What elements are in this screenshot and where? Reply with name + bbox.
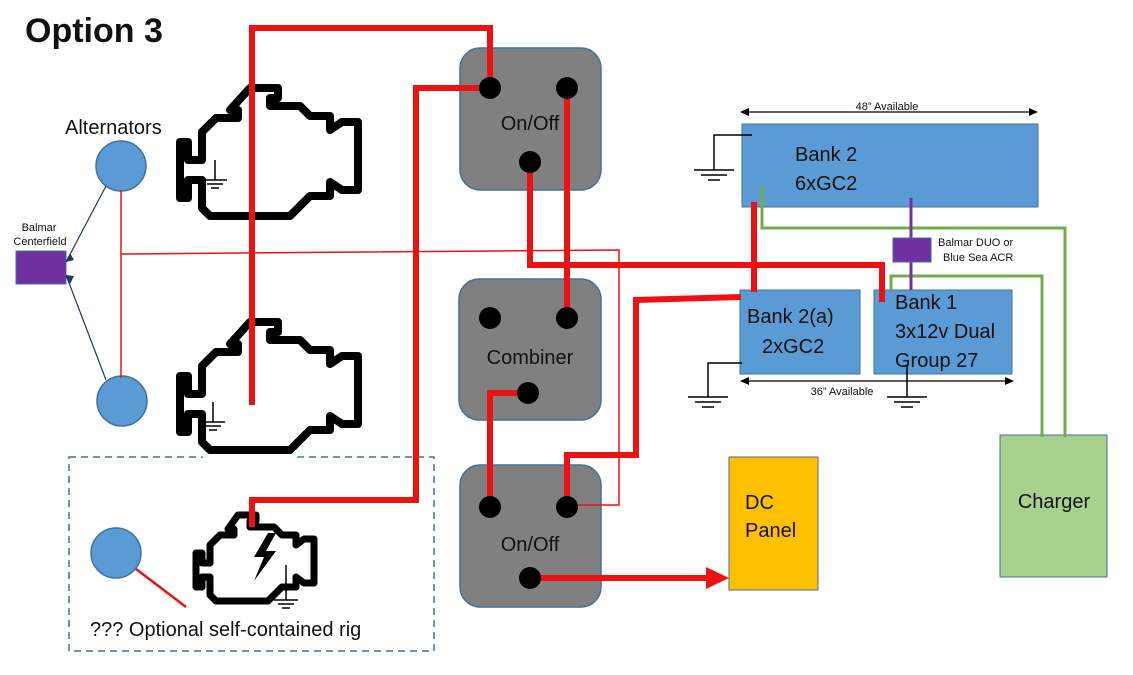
dc-panel-label-2: Panel — [745, 520, 796, 542]
balmar-centerfield-label-2: Centerfield — [13, 236, 66, 248]
terminal — [517, 382, 539, 404]
dimension-48-label: 48” Available — [856, 101, 919, 113]
arrow-icon — [66, 253, 74, 262]
optional-wire — [135, 568, 187, 608]
bank-2-battery — [741, 123, 1039, 208]
arrow-icon — [740, 377, 749, 385]
ground-icon — [688, 362, 742, 408]
bank-2-spec: 6xGC2 — [795, 173, 857, 195]
arrow-icon — [706, 567, 729, 589]
bank-1-label: Bank 1 — [895, 292, 957, 314]
charger-label: Charger — [1018, 491, 1091, 513]
heavy-cable — [249, 25, 885, 581]
terminal — [519, 151, 541, 173]
alternator-optional — [90, 527, 142, 579]
ground-icon — [201, 402, 225, 431]
bank-1-spec: 3x12v Dual — [895, 321, 995, 343]
diagram-title: Option 3 — [25, 12, 163, 50]
terminal — [556, 496, 578, 518]
arrow-icon — [1029, 108, 1038, 116]
alternators-label: Alternators — [65, 117, 162, 139]
arrow-icon — [740, 108, 749, 116]
terminal — [556, 307, 578, 329]
bank-2a-battery — [739, 289, 861, 375]
blue-sea-acr-label: Blue Sea ACR — [943, 252, 1013, 264]
balmar-centerfield — [15, 250, 67, 285]
ground-icon — [203, 160, 227, 189]
terminal — [479, 307, 501, 329]
dimension-36-label: 36” Available — [811, 386, 874, 398]
field-wire — [120, 249, 620, 506]
sense-wire — [65, 185, 107, 381]
arrow-icon — [66, 275, 74, 284]
combiner-label: Combiner — [487, 347, 574, 369]
bank-2a-spec: 2xGC2 — [762, 336, 824, 358]
bank-1-group: Group 27 — [895, 350, 978, 372]
dc-panel-label: DC — [745, 492, 774, 514]
charger-wire — [760, 186, 1067, 437]
terminal — [479, 496, 501, 518]
optional-rig-label: ??? Optional self-contained rig — [90, 619, 361, 641]
charger — [999, 434, 1108, 578]
arrow-icon — [1005, 377, 1014, 385]
electric-engine-icon — [192, 511, 318, 605]
alternator-top — [95, 140, 147, 192]
alternator-bottom — [96, 375, 148, 427]
balmar-centerfield-label: Balmar — [22, 222, 57, 234]
engine-icon — [170, 78, 368, 226]
on-off-top-label: On/Off — [501, 113, 560, 135]
bank-1-battery — [873, 289, 1013, 375]
dc-panel — [728, 456, 819, 591]
engine-icon — [170, 312, 368, 460]
bank-2a-label: Bank 2(a) — [747, 306, 834, 328]
on-off-bottom-label: On/Off — [501, 534, 560, 556]
balmar-duo-label: Balmar DUO or — [938, 237, 1014, 249]
balmar-duo-acr — [892, 237, 932, 263]
ground-icon — [274, 565, 298, 609]
ground-icon — [694, 134, 752, 181]
bank-2-label: Bank 2 — [795, 144, 857, 166]
terminal — [479, 77, 501, 99]
terminal — [519, 567, 541, 589]
terminal — [556, 77, 578, 99]
